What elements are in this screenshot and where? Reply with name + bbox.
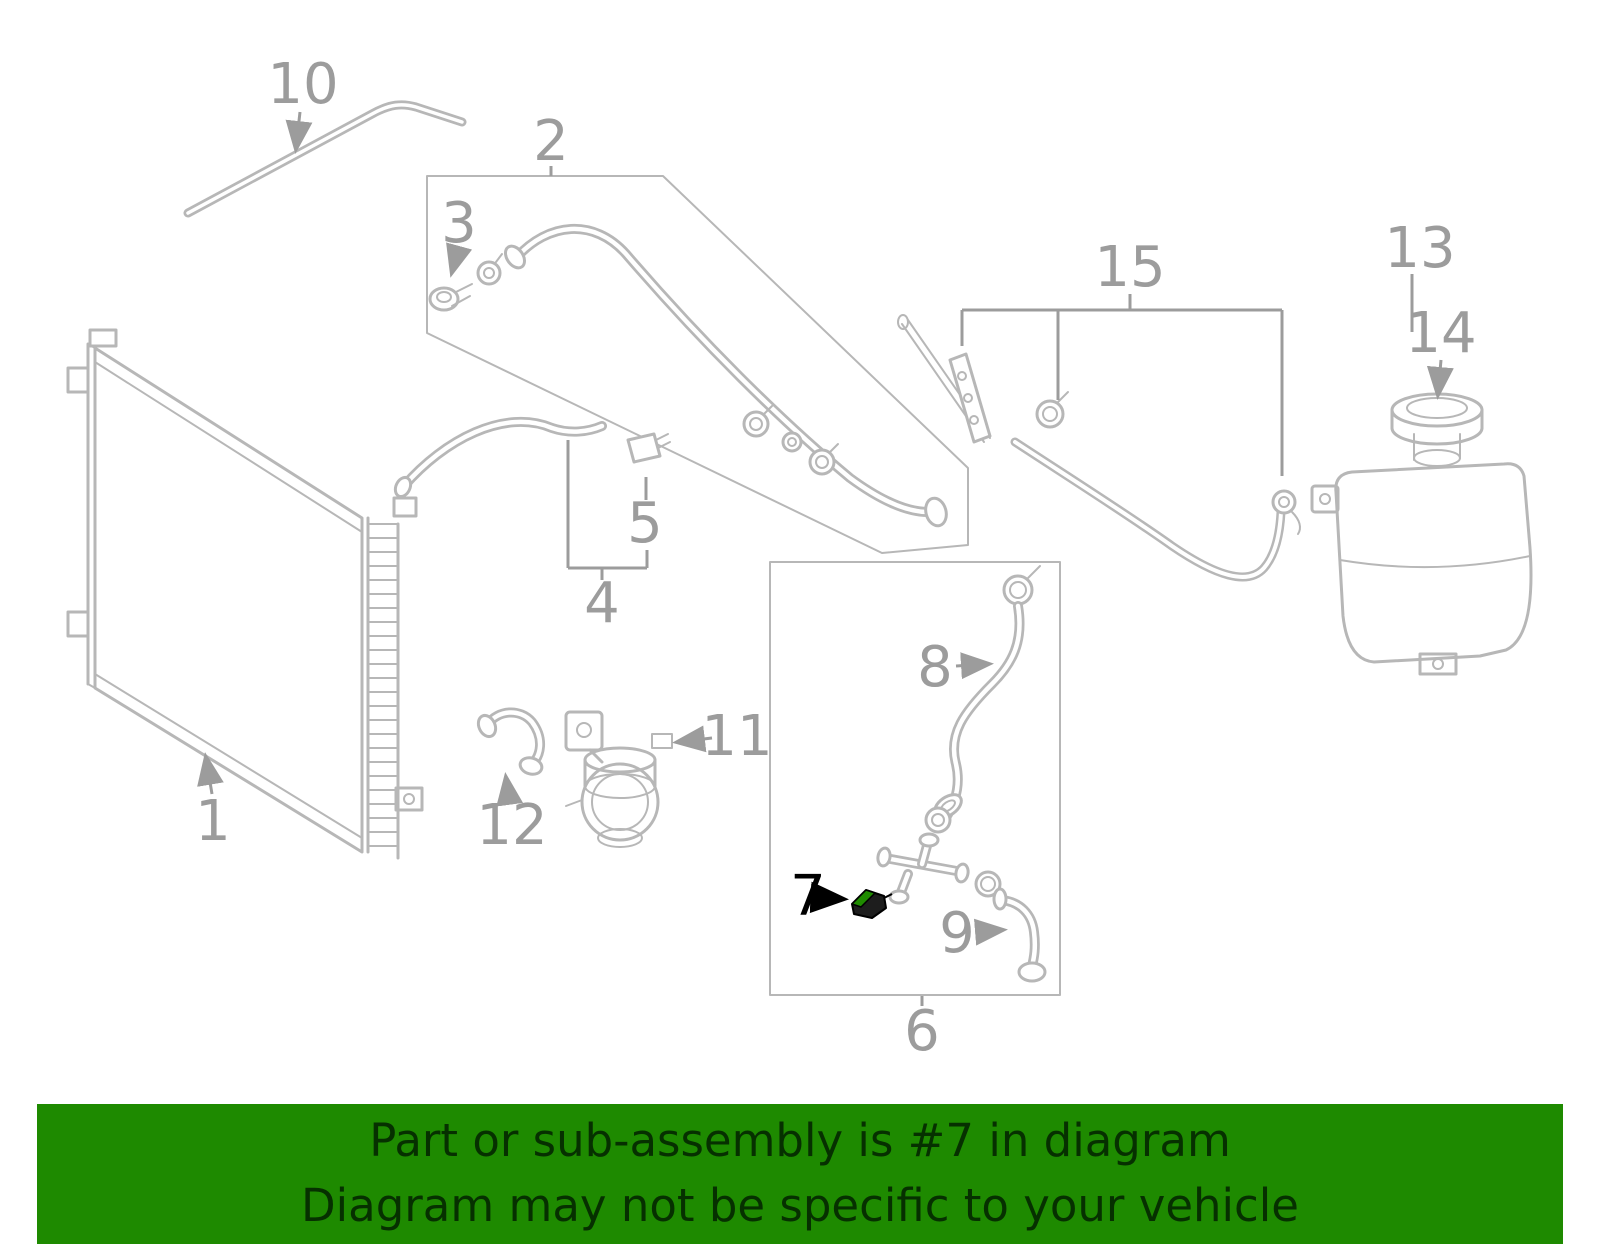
- callout-1: 1: [195, 789, 231, 854]
- bleed-fitting-part-3: [428, 253, 503, 312]
- callout-12: 12: [476, 793, 547, 858]
- lead-1: [197, 752, 224, 795]
- callout-10: 10: [267, 52, 338, 117]
- lead-3: [446, 242, 473, 278]
- parts-diagram: 10 2 3 5 4 1 12 11 15 13 14 8 9 6 7: [66, 52, 1533, 1064]
- t-fitting: [876, 806, 1002, 905]
- overflow-hose-part-10: [183, 100, 467, 218]
- hose-part-8: [933, 565, 1041, 833]
- lead-10: [285, 111, 313, 154]
- lead-15-bracket: [960, 294, 1284, 476]
- hose-part-4: [393, 416, 607, 499]
- banner-line-2: Diagram may not be specific to your vehi…: [301, 1179, 1299, 1232]
- callout-labels: 10 2 3 5 4 1 12 11 15 13 14 8 9 6 7: [195, 52, 1476, 1064]
- callout-5: 5: [627, 491, 663, 556]
- callout-7-highlighted: 7: [790, 864, 826, 929]
- hose-assembly-region-2: [426, 175, 969, 554]
- callout-14: 14: [1405, 301, 1476, 366]
- callout-6: 6: [904, 999, 940, 1064]
- callout-4: 4: [584, 571, 620, 636]
- tank-cap-part-14: [1390, 392, 1484, 446]
- expansion-tank-part-13: [1310, 433, 1533, 676]
- callout-9: 9: [939, 901, 975, 966]
- callout-15: 15: [1094, 235, 1165, 300]
- callout-13: 13: [1384, 216, 1455, 281]
- sender-group-part-15: [897, 314, 1301, 582]
- note-banner: Part or sub-assembly is #7 in diagram Di…: [37, 1104, 1563, 1244]
- lead-8: [955, 652, 994, 680]
- lead-12: [496, 772, 524, 807]
- subassembly-box-6: [769, 561, 1061, 996]
- highlighted-part-7: [851, 889, 893, 919]
- lead-11: [672, 725, 713, 753]
- callout-8: 8: [917, 635, 953, 700]
- elbow-hose-part-9: [992, 887, 1047, 983]
- banner-line-1: Part or sub-assembly is #7 in diagram: [369, 1114, 1231, 1168]
- lead-4-bracket: [566, 440, 649, 580]
- radiator-part-1: [66, 328, 424, 860]
- callout-3: 3: [441, 191, 477, 256]
- aux-pump-part-11: [564, 710, 673, 848]
- sensor-part-5: [626, 432, 671, 464]
- callout-11: 11: [701, 704, 772, 769]
- lead-9: [974, 918, 1008, 946]
- lead-14: [1426, 359, 1454, 400]
- elbow-hose-part-12: [476, 707, 545, 776]
- lead-7: [809, 881, 849, 914]
- callout-leads: [197, 111, 1454, 1006]
- callout-2: 2: [533, 109, 569, 174]
